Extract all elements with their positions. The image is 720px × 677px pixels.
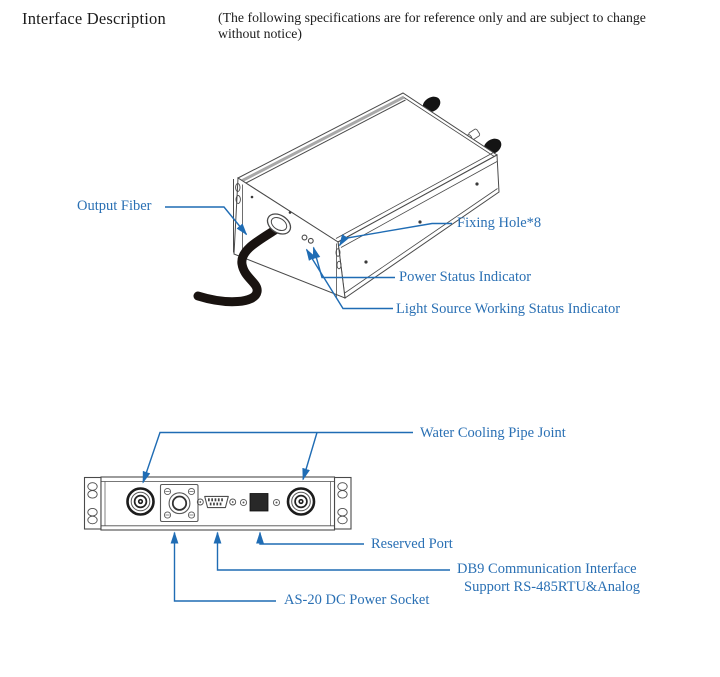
leader-reserved-port xyxy=(256,531,364,545)
label-light-source-working-status-indicator: Light Source Working Status Indicator xyxy=(396,301,621,317)
label-reserved-port: Reserved Port xyxy=(371,536,453,552)
leader-power-status xyxy=(312,246,395,279)
panel-screw-left xyxy=(239,498,248,507)
rack-ear-left xyxy=(83,476,102,530)
spec-note-line2: without notice) xyxy=(218,26,302,41)
leader-water-cooling-left xyxy=(142,431,413,484)
fixing-hole-right-bottom xyxy=(336,260,342,270)
leader-as20 xyxy=(170,531,276,602)
reserved-port-square xyxy=(249,493,269,512)
water-cooling-joint-right xyxy=(286,487,316,516)
cable-gland xyxy=(266,213,292,235)
db9-connector xyxy=(196,495,237,509)
leader-fixing-hole xyxy=(338,222,452,247)
rack-ear-right xyxy=(333,476,352,530)
leader-water-cooling-right xyxy=(302,432,318,481)
rear-panel-view xyxy=(83,476,352,531)
leader-db9 xyxy=(213,531,450,571)
as20-dc-power-socket xyxy=(159,483,199,523)
page-title: Interface Description xyxy=(22,9,166,28)
status-led-indicators xyxy=(301,234,314,244)
fixing-hole-left-top xyxy=(235,183,241,192)
leader-output-fiber xyxy=(165,206,248,236)
label-power-status-indicator: Power Status Indicator xyxy=(399,269,532,285)
label-as20-dc-power-socket: AS-20 DC Power Socket xyxy=(284,592,430,608)
leader-light-source xyxy=(305,248,393,310)
rear-panel-leader-lines xyxy=(142,431,450,602)
label-water-cooling-pipe-joint: Water Cooling Pipe Joint xyxy=(420,425,566,441)
label-db9-communication-interface: DB9 Communication Interface xyxy=(457,561,637,577)
label-fixing-hole: Fixing Hole*8 xyxy=(457,215,542,231)
water-cooling-joint-left xyxy=(126,487,155,516)
isometric-leader-lines xyxy=(165,206,452,310)
label-output-fiber: Output Fiber xyxy=(77,198,152,214)
label-db9-support-rs485: Support RS-485RTU&Analog xyxy=(464,579,640,595)
fixing-hole-right-top xyxy=(335,248,341,257)
panel-screw-right xyxy=(272,498,281,507)
fixing-hole-left-bottom xyxy=(235,195,241,204)
output-fiber-cable xyxy=(193,225,280,307)
spec-note-line1: (The following specifications are for re… xyxy=(218,10,646,25)
